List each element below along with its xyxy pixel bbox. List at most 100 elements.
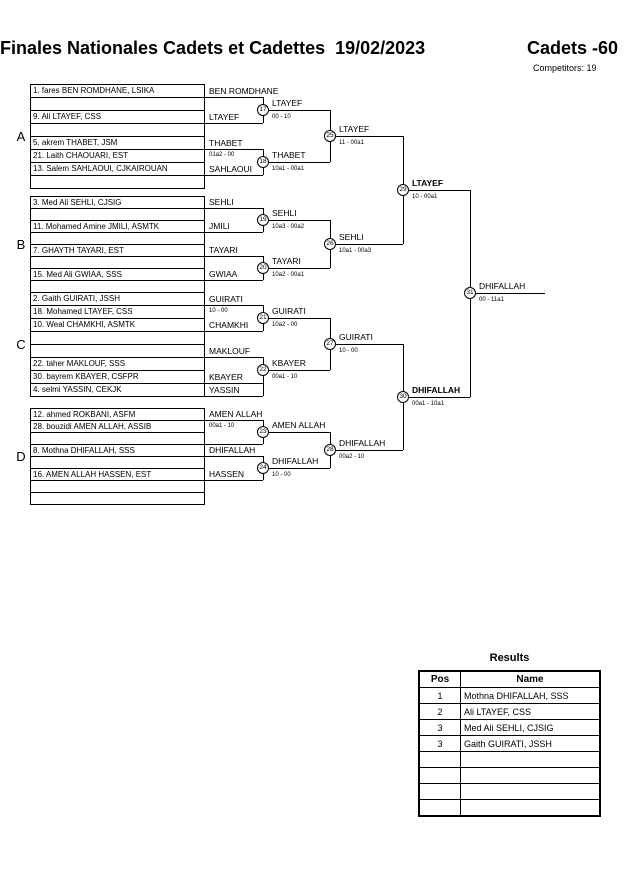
result-pos (418, 751, 461, 768)
bracket-line (205, 396, 263, 397)
bracket-line (403, 397, 470, 398)
bracket-line (205, 97, 263, 98)
bracket-line (205, 331, 263, 332)
bracket-line (330, 244, 403, 245)
result-row (418, 799, 601, 817)
bracket-line (205, 256, 263, 257)
bracket-line (403, 190, 470, 191)
bracket-line (205, 149, 263, 150)
seed-box: 2. Gaith GUIRATI, JSSH (30, 292, 205, 306)
entrant-name: CHAMKHI (209, 320, 249, 330)
seed-box: 13. Salem SAHLAOUI, CJKAIROUAN (30, 162, 205, 176)
match-score: 10a3 - 00a2 (272, 224, 305, 230)
bracket-line (205, 357, 263, 358)
bracket-line (263, 220, 330, 221)
entrant-name: YASSIN (209, 385, 240, 395)
seed-box (30, 123, 205, 137)
entrant-name: GWIAA (209, 269, 238, 279)
match-number-circle: 25 (324, 130, 336, 142)
seed-box (30, 344, 205, 358)
match-number-circle: 27 (324, 338, 336, 350)
match-score: 00 - 10 (272, 114, 291, 120)
bracket-line (263, 468, 330, 469)
bracket-line (263, 432, 330, 433)
match-score: 10 - 00a1 (412, 194, 438, 200)
match-score: 00 - 11a1 (479, 297, 504, 303)
seed-box: 18. Mohamed LTAYEF, CSS (30, 305, 205, 319)
match-number-circle: 20 (257, 262, 269, 274)
seed-box: 22. taher MAKLOUF, SSS (30, 357, 205, 371)
bracket-line (205, 123, 263, 124)
bracket-line (205, 420, 263, 421)
bracket-line (263, 370, 330, 371)
result-row (418, 751, 601, 768)
seed-box: 5. akrem THABET, JSM (30, 136, 205, 150)
bracket-line (205, 208, 263, 209)
match-winner-name: LTAYEF (412, 178, 444, 188)
seed-box (30, 97, 205, 111)
pool-label: A (16, 129, 26, 144)
entrant-name: BEN ROMDHANE (209, 86, 279, 96)
match-score: 10 - 00 (339, 348, 358, 354)
bracket-line (263, 268, 330, 269)
match-number-circle: 17 (257, 104, 269, 116)
result-pos: 2 (418, 703, 461, 720)
result-name (460, 751, 601, 768)
match-score: 10a2 - 00 (272, 322, 298, 328)
match-winner-name: SEHLI (339, 232, 364, 242)
bracket-line (330, 136, 403, 137)
result-name (460, 783, 601, 800)
seed-box (30, 175, 205, 189)
result-row (418, 783, 601, 800)
bracket-line (330, 344, 403, 345)
bracket-line (205, 456, 263, 457)
pool-label: D (16, 449, 26, 464)
match-number-circle: 18 (257, 156, 269, 168)
bracket-line (205, 305, 263, 306)
bracket-line (205, 280, 263, 281)
match-number-circle: 30 (397, 391, 409, 403)
results-title: Results (489, 652, 530, 664)
result-name: Ali LTAYEF, CSS (460, 703, 601, 720)
bracket-line (263, 110, 330, 111)
bracket-line (205, 232, 263, 233)
results-col-name: Name (460, 670, 601, 688)
bracket-line (263, 162, 330, 163)
entrant-name: SAHLAOUI (209, 164, 252, 174)
match-number-circle: 21 (257, 312, 269, 324)
entrant-name: KBAYER (209, 372, 243, 382)
pool-label: C (16, 337, 26, 352)
result-name: Med Ali SEHLI, CJSIG (460, 719, 601, 736)
entrant-name: MAKLOUF (209, 346, 251, 356)
result-name (460, 799, 601, 817)
match-winner-name: DHIFALLAH (272, 456, 319, 466)
bracket-line (263, 357, 264, 396)
bracket-line (330, 450, 403, 451)
match-number-circle: 26 (324, 238, 336, 250)
entrant-name: DHIFALLAH (209, 445, 256, 455)
match-number-circle: 31 (464, 287, 476, 299)
match-score: 00a1 - 10 (272, 374, 298, 380)
match-number-circle: 23 (257, 426, 269, 438)
match-score: 10a1 - 00a1 (272, 166, 305, 172)
match-number-circle: 28 (324, 444, 336, 456)
match-winner-name: KBAYER (272, 358, 306, 368)
seed-box (30, 331, 205, 345)
match-winner-name: LTAYEF (272, 98, 303, 108)
bracket-line (205, 480, 263, 481)
match-number-circle: 29 (397, 184, 409, 196)
prelim-score: 01a2 - 00 (209, 152, 235, 158)
result-pos (418, 783, 461, 800)
pool-label: B (16, 237, 26, 252)
match-winner-name: DHIFALLAH (339, 438, 386, 448)
result-name: Mothna DHIFALLAH, SSS (460, 687, 601, 704)
seed-box: 10. Weal CHAMKHI, ASMTK (30, 318, 205, 332)
bracket-line (263, 318, 330, 319)
entrant-name: LTAYEF (209, 112, 240, 122)
